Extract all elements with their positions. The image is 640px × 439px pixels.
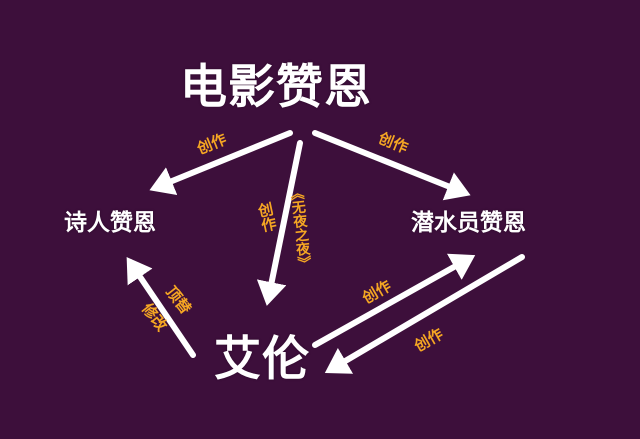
arrow-diver-to-ailun xyxy=(324,254,525,374)
arrow-film-to-diver xyxy=(312,130,471,201)
arrow-ailun-to-diver xyxy=(312,253,476,348)
arrow-film-to-poet xyxy=(149,130,293,196)
node-ailun: 艾伦 xyxy=(214,332,310,387)
arrow-ailun-to-poet xyxy=(126,257,196,358)
arrow-film-to-ailun xyxy=(256,140,303,306)
node-poet-zane: 诗人赞恩 xyxy=(64,210,156,236)
node-film-zane: 电影赞恩 xyxy=(180,60,372,115)
node-diver-zane: 潜水员赞恩 xyxy=(411,210,526,236)
